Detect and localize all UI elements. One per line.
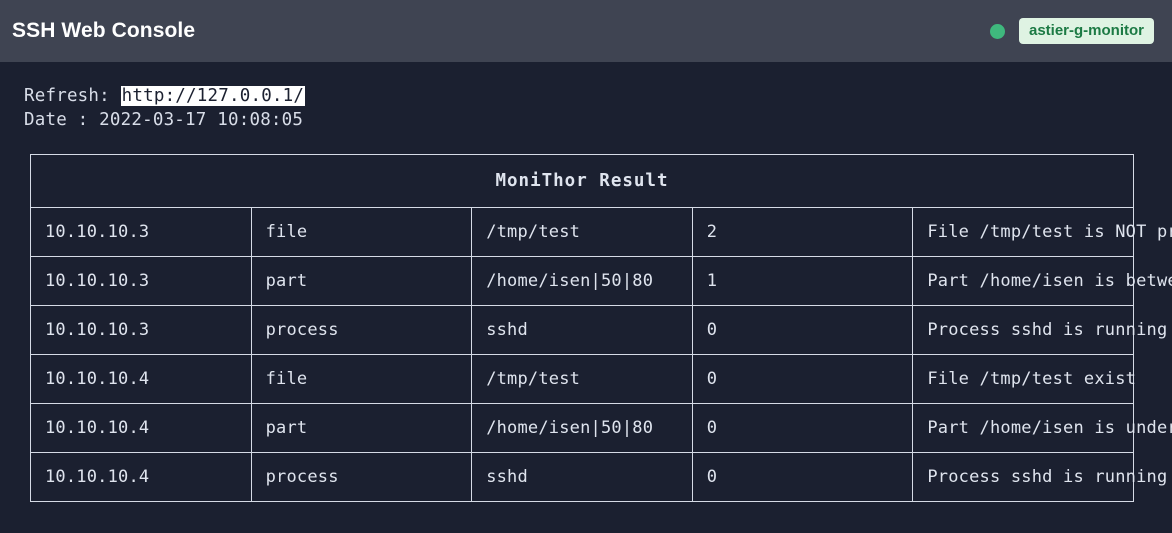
page-title: SSH Web Console <box>12 19 196 42</box>
status-badge[interactable]: astier-g-monitor <box>1018 17 1154 45</box>
app-header-bar: SSH Web Console astier-g-monitor <box>0 0 1172 62</box>
cell-message: Process sshd is running <box>912 452 1167 502</box>
cell-target: sshd <box>471 305 693 355</box>
date-line: Date : 2022-03-17 10:08:05 <box>24 110 304 130</box>
cell-host: 10.10.10.3 <box>30 256 252 306</box>
cell-status-code: 0 <box>691 354 914 404</box>
cell-message: Process sshd is running <box>912 305 1167 355</box>
cell-check-type: part <box>250 256 473 306</box>
table-title-row: MoniThor Result <box>30 154 1134 208</box>
cell-host: 10.10.10.3 <box>30 207 252 257</box>
cell-host: 10.10.10.4 <box>30 354 252 404</box>
status-online-indicator-icon <box>989 23 1005 39</box>
cell-target: /home/isen|50|80 <box>471 256 693 306</box>
cell-message: Part /home/isen is between 50% and 80% :… <box>912 256 1172 306</box>
cell-message: Part /home/isen is under 50% : 1 <box>912 403 1172 453</box>
console-info-block: Refresh: http://127.0.0.1/ Date : 2022-0… <box>0 62 1172 132</box>
table-head: MoniThor Result <box>30 154 1134 208</box>
cell-check-type: file <box>250 207 473 257</box>
table-title: MoniThor Result <box>30 154 1134 208</box>
cell-message: File /tmp/test exist <box>912 354 1136 404</box>
cell-target: sshd <box>471 452 693 502</box>
host-status-group: astier-g-monitor <box>989 17 1154 45</box>
cell-check-type: process <box>250 305 473 355</box>
cell-target: /tmp/test <box>471 354 693 404</box>
cell-host: 10.10.10.4 <box>30 403 252 453</box>
cell-host: 10.10.10.3 <box>30 305 252 355</box>
refresh-url-link[interactable]: http://127.0.0.1/ <box>120 86 306 106</box>
cell-status-code: 2 <box>691 207 914 257</box>
cell-check-type: file <box>250 354 473 404</box>
refresh-label: Refresh: <box>24 86 121 106</box>
cell-message: File /tmp/test is NOT present <box>912 207 1172 257</box>
cell-check-type: part <box>250 403 473 453</box>
cell-status-code: 1 <box>691 256 914 306</box>
cell-status-code: 0 <box>691 305 914 355</box>
refresh-line: Refresh: http://127.0.0.1/ <box>24 84 1172 108</box>
cell-check-type: process <box>250 452 473 502</box>
cell-target: /tmp/test <box>471 207 693 257</box>
cell-status-code: 0 <box>691 452 914 502</box>
cell-status-code: 0 <box>691 403 914 453</box>
cell-host: 10.10.10.4 <box>30 452 252 502</box>
cell-target: /home/isen|50|80 <box>471 403 693 453</box>
